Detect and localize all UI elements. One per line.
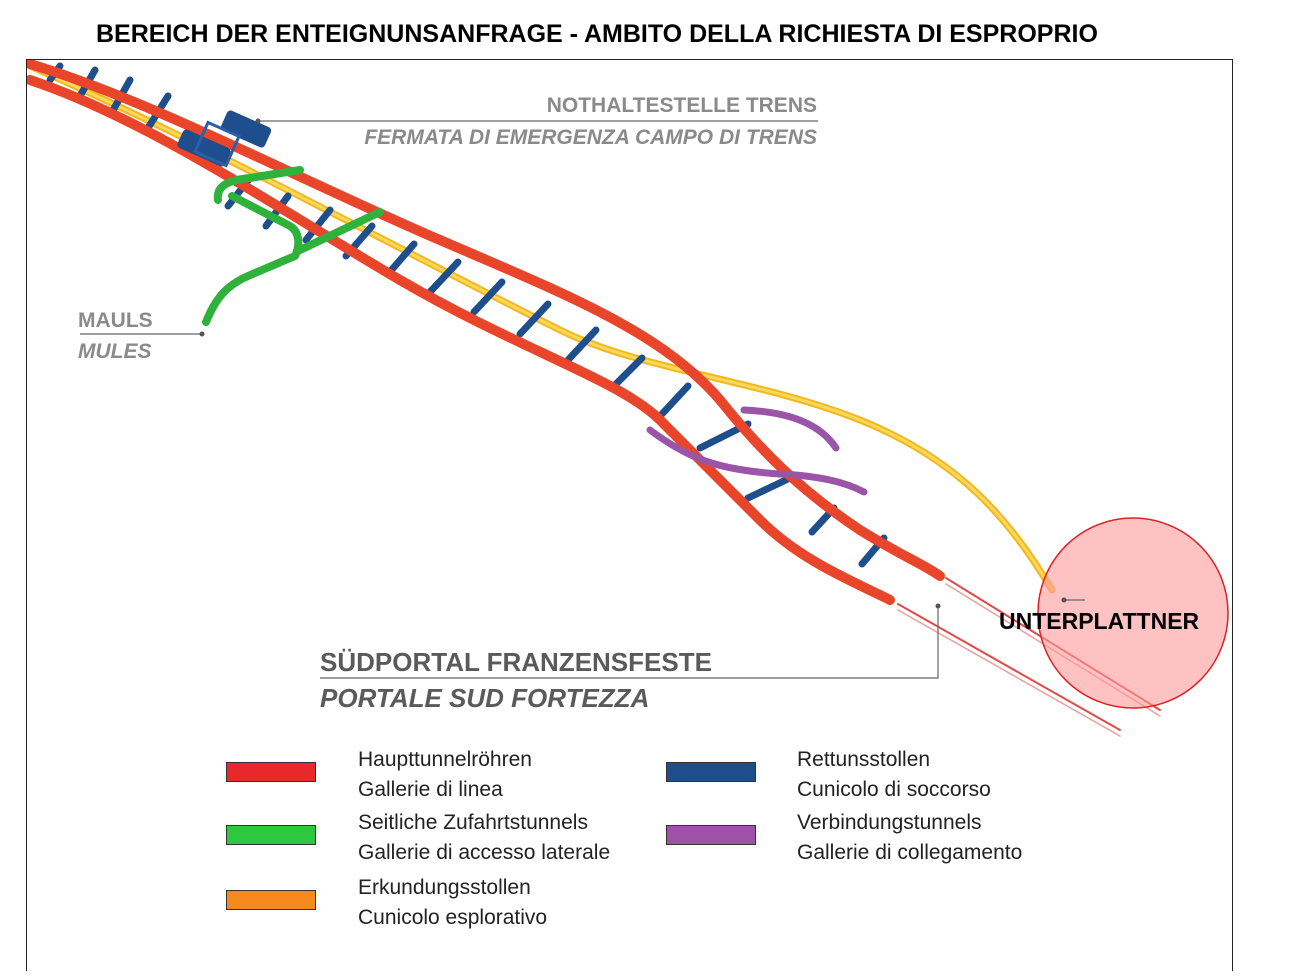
legend-access-tunnel-it: Gallerie di accesso laterale bbox=[358, 841, 611, 864]
diagram-frame bbox=[26, 59, 1233, 971]
label-nothalt-de: NOTHALTESTELLE TRENS bbox=[547, 94, 817, 117]
label-portal-de: SÜDPORTAL FRANZENSFESTE bbox=[320, 647, 712, 677]
legend-main-tunnel-de: Haupttunnelröhren bbox=[358, 748, 532, 771]
legend-item-main-tunnel: Haupttunnelröhren Gallerie di linea bbox=[358, 745, 532, 805]
legend-connecting-de: Verbindungstunnels bbox=[797, 811, 982, 834]
legend-exploratory-it: Cunicolo esplorativo bbox=[358, 906, 548, 929]
legend-item-rescue: Rettunsstollen Cunicolo di soccorso bbox=[797, 745, 991, 805]
legend-swatch-access-tunnel bbox=[226, 825, 316, 845]
legend-rescue-de: Rettunsstollen bbox=[797, 748, 931, 771]
legend-main-tunnel-it: Gallerie di linea bbox=[358, 778, 503, 801]
leader-lines bbox=[80, 120, 1085, 679]
access-tunnels bbox=[202, 166, 384, 326]
page-title: BEREICH DER ENTEIGNUNSANFRAGE - AMBITO D… bbox=[96, 20, 1098, 48]
label-nothalt-it: FERMATA DI EMERGENZA CAMPO DI TRENS bbox=[364, 126, 817, 149]
connecting-tunnels bbox=[646, 406, 868, 496]
main-tunnel-south bbox=[27, 75, 895, 605]
legend-swatch-rescue bbox=[666, 762, 756, 782]
legend-item-exploratory: Erkundungsstollen Cunicolo esplorativo bbox=[358, 873, 547, 933]
label-mauls-de: MAULS bbox=[78, 309, 153, 332]
legend-access-tunnel-de: Seitliche Zufahrtstunnels bbox=[358, 811, 588, 834]
label-portal-it: PORTALE SUD FORTEZZA bbox=[320, 683, 649, 713]
legend-rescue-it: Cunicolo di soccorso bbox=[797, 778, 991, 801]
expropriation-area-circle bbox=[1037, 517, 1229, 709]
legend-swatch-connecting bbox=[666, 825, 756, 845]
emergency-stop-station bbox=[177, 110, 272, 168]
legend-exploratory-de: Erkundungsstollen bbox=[358, 876, 531, 899]
legend-swatch-main-tunnel bbox=[226, 762, 316, 782]
label-mauls-it: MULES bbox=[78, 340, 152, 363]
place-label: UNTERPLATTNER bbox=[999, 608, 1200, 634]
legend-swatch-exploratory bbox=[226, 890, 316, 910]
legend-item-connecting: Verbindungstunnels Gallerie di collegame… bbox=[797, 808, 1022, 868]
legend-connecting-it: Gallerie di collegamento bbox=[797, 841, 1023, 864]
legend-item-access-tunnel: Seitliche Zufahrtstunnels Gallerie di ac… bbox=[358, 808, 610, 868]
main-tunnel-north bbox=[27, 60, 945, 581]
